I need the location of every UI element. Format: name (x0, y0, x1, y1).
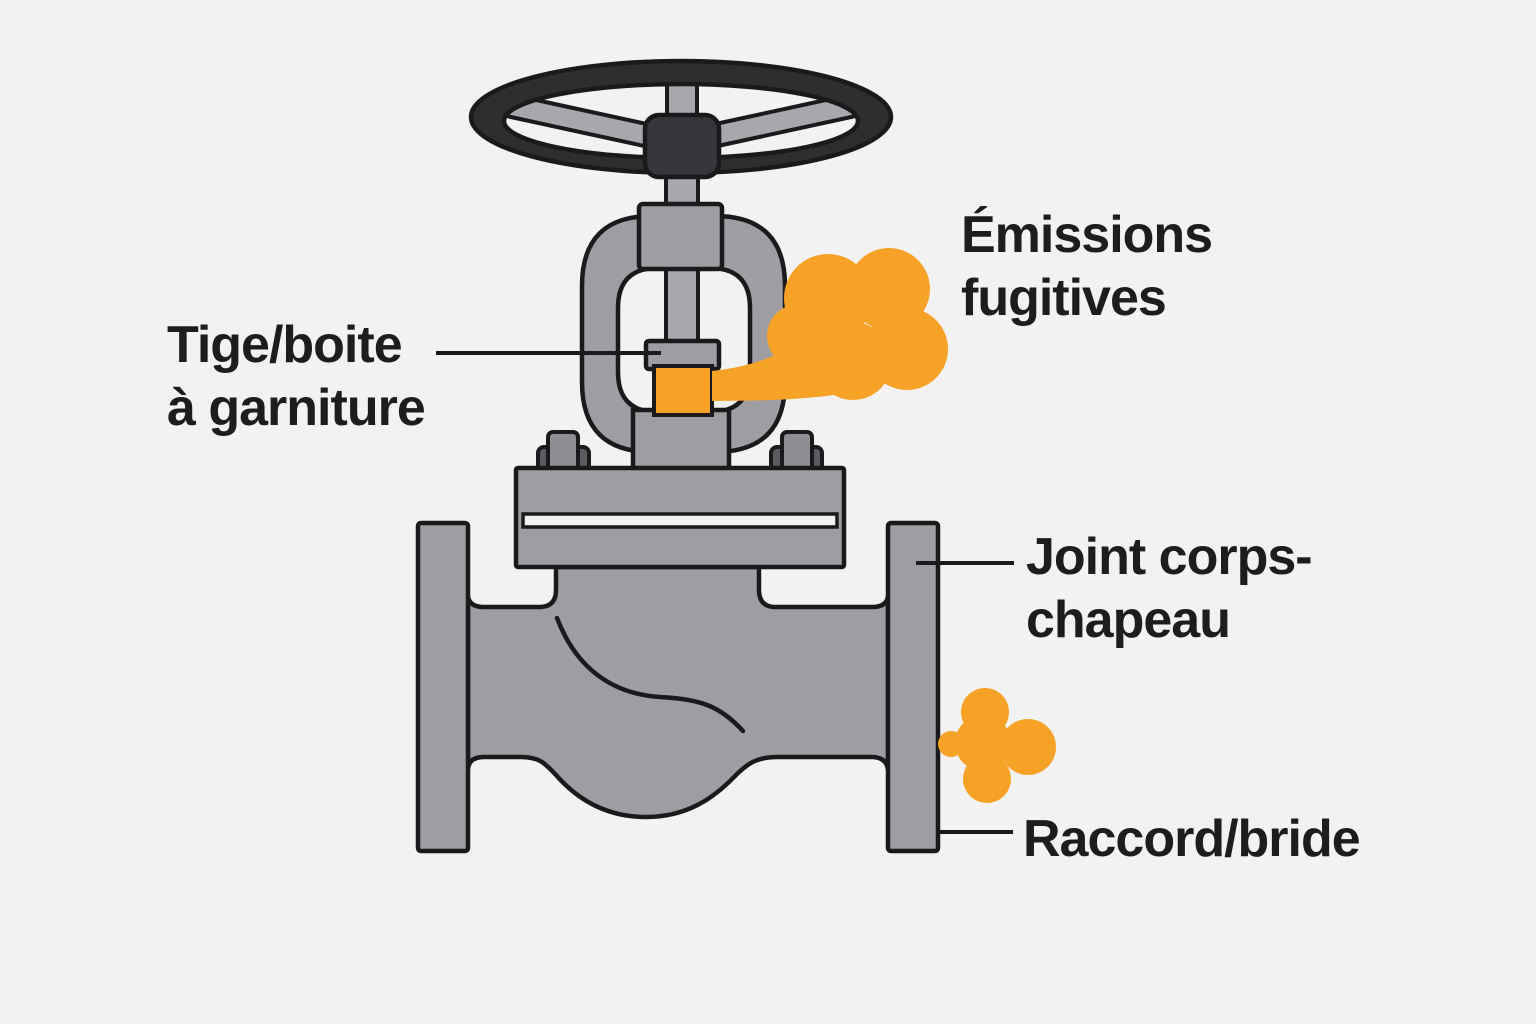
bolt-stud-left (546, 430, 580, 473)
pipe-flange-right (885, 520, 941, 854)
label-fugitive-emissions-line1: Émissions (961, 206, 1213, 264)
bolt-stud-right (780, 430, 814, 473)
label-body-bonnet-joint-line2: chapeau (1026, 591, 1231, 649)
label-stem-packing-line1: Tige/boite (167, 316, 403, 374)
bonnet (630, 407, 732, 473)
handwheel-hub (642, 112, 722, 180)
handwheel-rim (468, 58, 894, 176)
label-flange-connection: Raccord/bride (1023, 808, 1361, 871)
label-stem-packing: Tige/boite à garniture (167, 314, 426, 440)
emission-cloud-large-icon (712, 248, 948, 401)
emission-cloud-small-icon (938, 688, 1056, 803)
flow-path-line (554, 615, 746, 734)
label-fugitive-emissions-line2: fugitives (961, 269, 1167, 327)
label-body-bonnet-joint-line1: Joint corps- (1026, 528, 1313, 586)
handwheel (468, 58, 894, 180)
label-fugitive-emissions: Émissions fugitives (961, 204, 1213, 330)
valve-body (465, 564, 891, 820)
packing-box-leak (652, 364, 714, 417)
body-bonnet-joint-gap (521, 512, 839, 529)
label-flange-connection-line1: Raccord/bride (1023, 810, 1361, 868)
label-stem-packing-line2: à garniture (167, 379, 426, 437)
label-body-bonnet-joint: Joint corps- chapeau (1026, 526, 1313, 652)
yoke-nut-block (636, 201, 725, 272)
pipe-flange-left (415, 520, 471, 854)
